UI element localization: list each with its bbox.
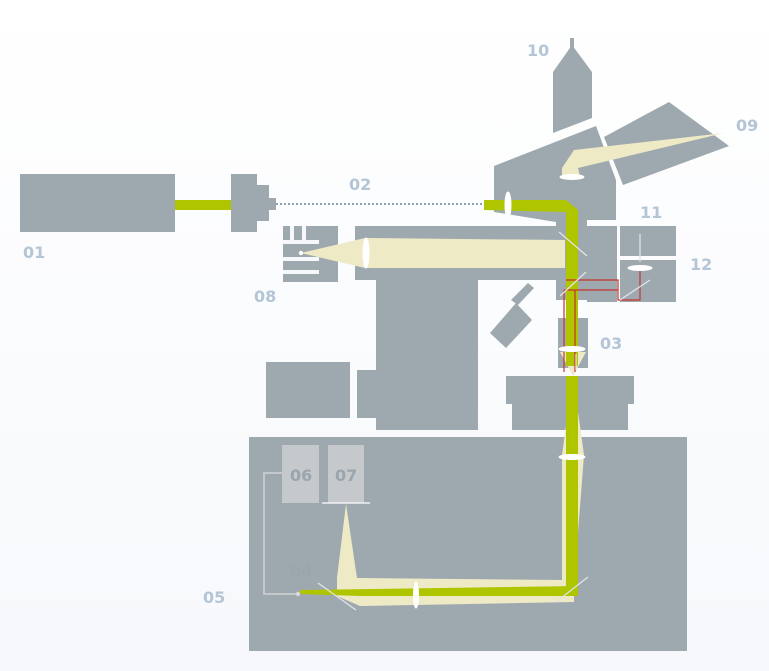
label-03: 03 <box>600 334 622 353</box>
detector-box-06 <box>282 445 319 503</box>
label-06: 06 <box>290 466 312 485</box>
label-12: 12 <box>690 255 712 274</box>
lens-set <box>362 174 653 609</box>
lamp-light-path <box>301 238 565 268</box>
detector-fiber <box>263 472 298 595</box>
label-10: 10 <box>527 41 549 60</box>
label-11: 11 <box>640 203 662 222</box>
label-09: 09 <box>736 116 758 135</box>
label-07: 07 <box>335 466 357 485</box>
red-emission-path <box>563 268 641 372</box>
lamp-filament <box>298 250 304 256</box>
eyepiece-10 <box>553 38 592 133</box>
label-04: 04 <box>290 562 312 581</box>
base-housing <box>249 437 687 651</box>
label-02: 02 <box>349 175 371 194</box>
detector-box-07 <box>322 445 370 504</box>
pinhole-04 <box>295 591 301 597</box>
laser-source <box>20 174 175 232</box>
laser-coupler <box>231 174 276 232</box>
side-arm <box>490 283 534 348</box>
filter-module-12 <box>587 226 676 302</box>
mirror-set <box>317 231 651 611</box>
camera-light-path <box>562 133 724 176</box>
label-08: 08 <box>254 287 276 306</box>
label-05: 05 <box>203 588 225 607</box>
label-01: 01 <box>23 243 45 262</box>
